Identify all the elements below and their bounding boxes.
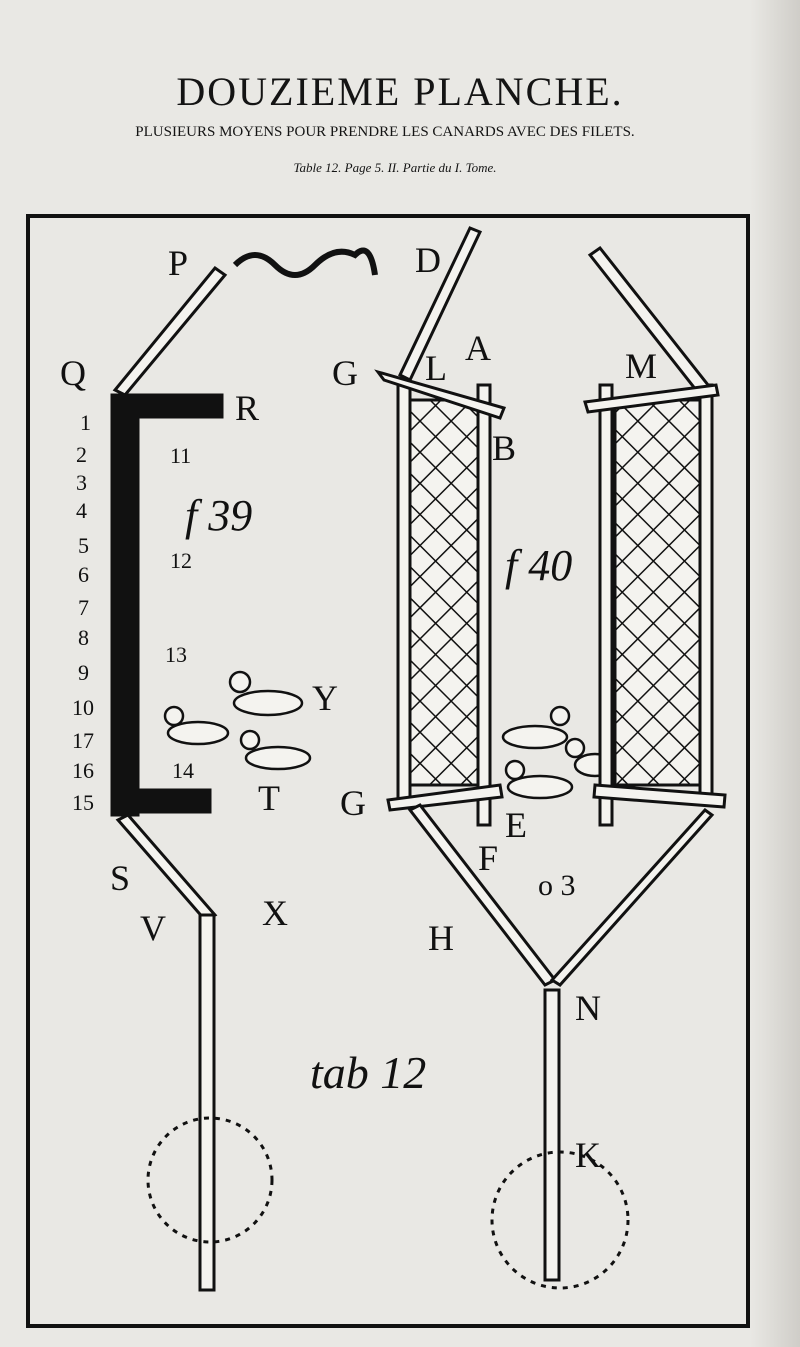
scale-number: 9 xyxy=(78,660,89,685)
label-v: V xyxy=(140,908,166,948)
label-t: T xyxy=(258,778,280,818)
scale-number: 8 xyxy=(78,625,89,650)
scale-number: 6 xyxy=(78,562,89,587)
plate-label: tab 12 xyxy=(310,1047,426,1098)
label-g-top: G xyxy=(332,353,358,393)
label-p: P xyxy=(168,243,188,283)
label-n: N xyxy=(575,988,601,1028)
hook-numbers: 11 12 13 14 xyxy=(165,443,194,783)
scale-number: 17 xyxy=(72,728,94,753)
plate-frame xyxy=(26,214,750,1328)
label-o3: o 3 xyxy=(538,869,576,902)
hook-number: 14 xyxy=(172,758,194,783)
duck-icon xyxy=(501,705,571,750)
duck-icon xyxy=(504,759,574,800)
label-g-bottom: G xyxy=(340,783,366,823)
plate-title: DOUZIEME PLANCHE. xyxy=(176,69,624,114)
label-a: A xyxy=(465,328,491,368)
duck-icons xyxy=(163,670,617,800)
label-y: Y xyxy=(312,678,338,718)
hook-number: 12 xyxy=(170,548,192,573)
page-edge-shadow xyxy=(750,0,800,1347)
label-q: Q xyxy=(60,353,86,393)
label-m: M xyxy=(625,346,657,386)
label-s: S xyxy=(110,858,130,898)
scale-number: 7 xyxy=(78,595,89,620)
scale-number: 5 xyxy=(78,533,89,558)
duck-icon xyxy=(163,705,230,746)
label-l: L xyxy=(425,348,447,388)
hook-number: 11 xyxy=(170,443,191,468)
label-x: X xyxy=(262,893,288,933)
scale-number: 16 xyxy=(72,758,94,783)
figure-39-caption: f 39 xyxy=(185,491,252,540)
figure-40-nets xyxy=(374,226,727,1290)
scale-numbers: 1 2 3 4 5 6 7 8 9 10 17 16 15 xyxy=(72,410,94,815)
label-e: E xyxy=(505,805,527,845)
hook-number: 13 xyxy=(165,642,187,667)
plate-subtitle: PLUSIEURS MOYENS POUR PRENDRE LES CANARD… xyxy=(135,124,635,140)
plate-reference: Table 12. Page 5. II. Partie du I. Tome. xyxy=(293,160,497,175)
figure-40-caption: f 40 xyxy=(505,541,572,590)
scale-number: 3 xyxy=(76,470,87,495)
label-b: B xyxy=(492,428,516,468)
scale-number: 10 xyxy=(72,695,94,720)
scale-number: 15 xyxy=(72,790,94,815)
scale-number: 1 xyxy=(80,410,91,435)
scale-number: 4 xyxy=(76,498,87,523)
label-f: F xyxy=(478,838,498,878)
duck-icon xyxy=(228,670,304,717)
label-d: D xyxy=(415,240,441,280)
label-h: H xyxy=(428,918,454,958)
label-k: K xyxy=(575,1135,601,1175)
figure-39-net-frame xyxy=(110,247,378,1292)
scale-number: 2 xyxy=(76,442,87,467)
label-r: R xyxy=(235,388,259,428)
duck-icon xyxy=(239,729,312,771)
